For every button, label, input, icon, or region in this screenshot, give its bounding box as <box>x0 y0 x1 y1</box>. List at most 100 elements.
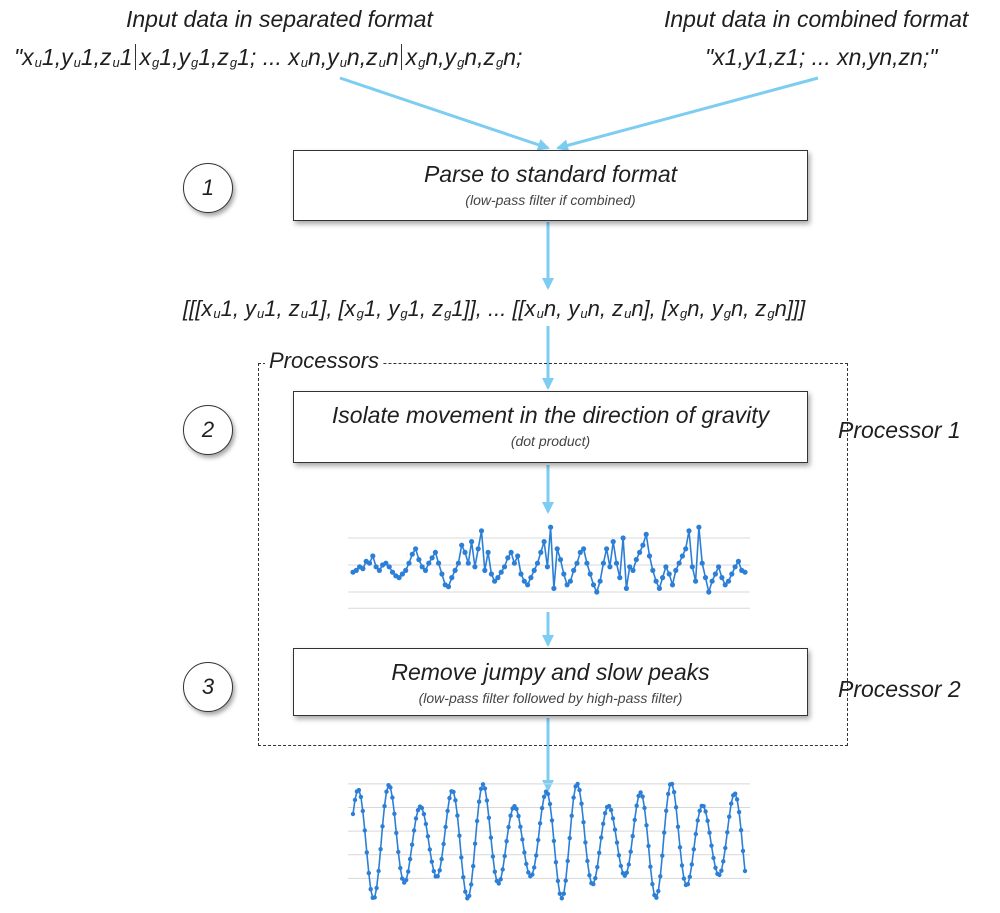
data-point <box>581 546 587 552</box>
data-point <box>725 578 732 584</box>
data-point <box>445 584 452 590</box>
data-point <box>469 539 475 545</box>
data-point <box>650 881 655 887</box>
data-point <box>601 821 606 826</box>
series-line <box>352 527 746 596</box>
data-point <box>626 862 631 867</box>
processor-2-label: Processor 2 <box>838 676 961 702</box>
data-point <box>636 793 641 799</box>
data-point <box>577 787 582 793</box>
data-point <box>709 843 714 848</box>
data-point <box>719 575 725 581</box>
data-point <box>717 872 722 878</box>
data-point <box>575 781 580 787</box>
data-point <box>736 809 742 815</box>
data-point <box>469 882 474 887</box>
data-point <box>409 842 415 847</box>
data-point <box>465 560 471 566</box>
data-point <box>590 582 597 588</box>
data-point <box>492 578 498 584</box>
data-point <box>561 571 567 577</box>
data-point <box>554 546 560 552</box>
data-point <box>486 815 492 820</box>
data-point <box>683 546 689 552</box>
data-point <box>610 539 616 545</box>
data-point <box>548 524 554 530</box>
data-point <box>727 814 732 819</box>
data-point <box>514 806 519 812</box>
data-point <box>400 876 405 881</box>
arrow-combined-to-parse <box>556 76 819 152</box>
data-point <box>364 850 369 855</box>
data-point <box>587 571 593 577</box>
data-point <box>565 858 570 864</box>
data-point <box>691 847 696 852</box>
data-point <box>545 791 551 797</box>
data-point <box>451 789 456 795</box>
data-point <box>526 870 531 875</box>
data-point <box>537 821 543 826</box>
data-point <box>666 571 672 577</box>
data-point <box>406 560 412 566</box>
data-point <box>541 794 547 799</box>
data-point <box>488 571 494 577</box>
data-point <box>676 560 682 566</box>
data-point <box>662 830 667 835</box>
data-point <box>612 827 618 832</box>
data-point <box>522 850 527 855</box>
data-point <box>485 549 491 555</box>
data-point <box>427 847 432 852</box>
data-point <box>421 811 427 817</box>
data-point <box>484 798 490 803</box>
data-point <box>607 564 613 570</box>
data-point <box>660 575 666 581</box>
data-point <box>407 856 413 862</box>
data-point <box>630 833 635 839</box>
data-point <box>515 553 521 559</box>
data-point <box>693 831 698 837</box>
data-point <box>624 870 629 875</box>
data-point <box>376 868 381 874</box>
data-point <box>516 813 521 819</box>
data-point <box>551 585 557 591</box>
data-point <box>496 881 501 886</box>
data-point <box>511 560 517 566</box>
data-point <box>368 887 373 892</box>
data-point <box>574 560 580 566</box>
data-point <box>579 801 584 806</box>
data-point <box>628 849 633 854</box>
data-point <box>597 850 602 855</box>
data-point <box>559 896 564 901</box>
data-point <box>447 795 452 801</box>
data-point <box>358 794 364 800</box>
data-point <box>389 569 396 575</box>
data-point <box>713 865 718 870</box>
data-point <box>723 845 728 851</box>
data-point <box>463 889 468 894</box>
data-point <box>435 874 440 879</box>
data-point <box>441 841 446 847</box>
data-point <box>571 795 576 800</box>
data-point <box>539 805 545 811</box>
data-point <box>701 804 706 809</box>
data-point <box>476 799 482 804</box>
data-point <box>707 830 712 835</box>
data-point <box>457 833 462 838</box>
data-point <box>614 840 620 845</box>
data-point <box>699 560 705 566</box>
data-point <box>632 817 637 823</box>
data-point <box>660 853 665 858</box>
data-point <box>534 560 541 566</box>
data-point <box>459 855 464 860</box>
data-point <box>593 876 598 881</box>
raw-signal-chart <box>348 524 750 609</box>
step-1-circle: 1 <box>183 163 233 213</box>
data-point <box>555 878 561 884</box>
data-point <box>564 582 570 588</box>
data-point <box>374 885 379 891</box>
data-point <box>732 564 738 570</box>
processors-group <box>258 363 848 746</box>
data-point <box>443 824 448 830</box>
data-point <box>388 785 393 790</box>
data-point <box>642 805 647 811</box>
